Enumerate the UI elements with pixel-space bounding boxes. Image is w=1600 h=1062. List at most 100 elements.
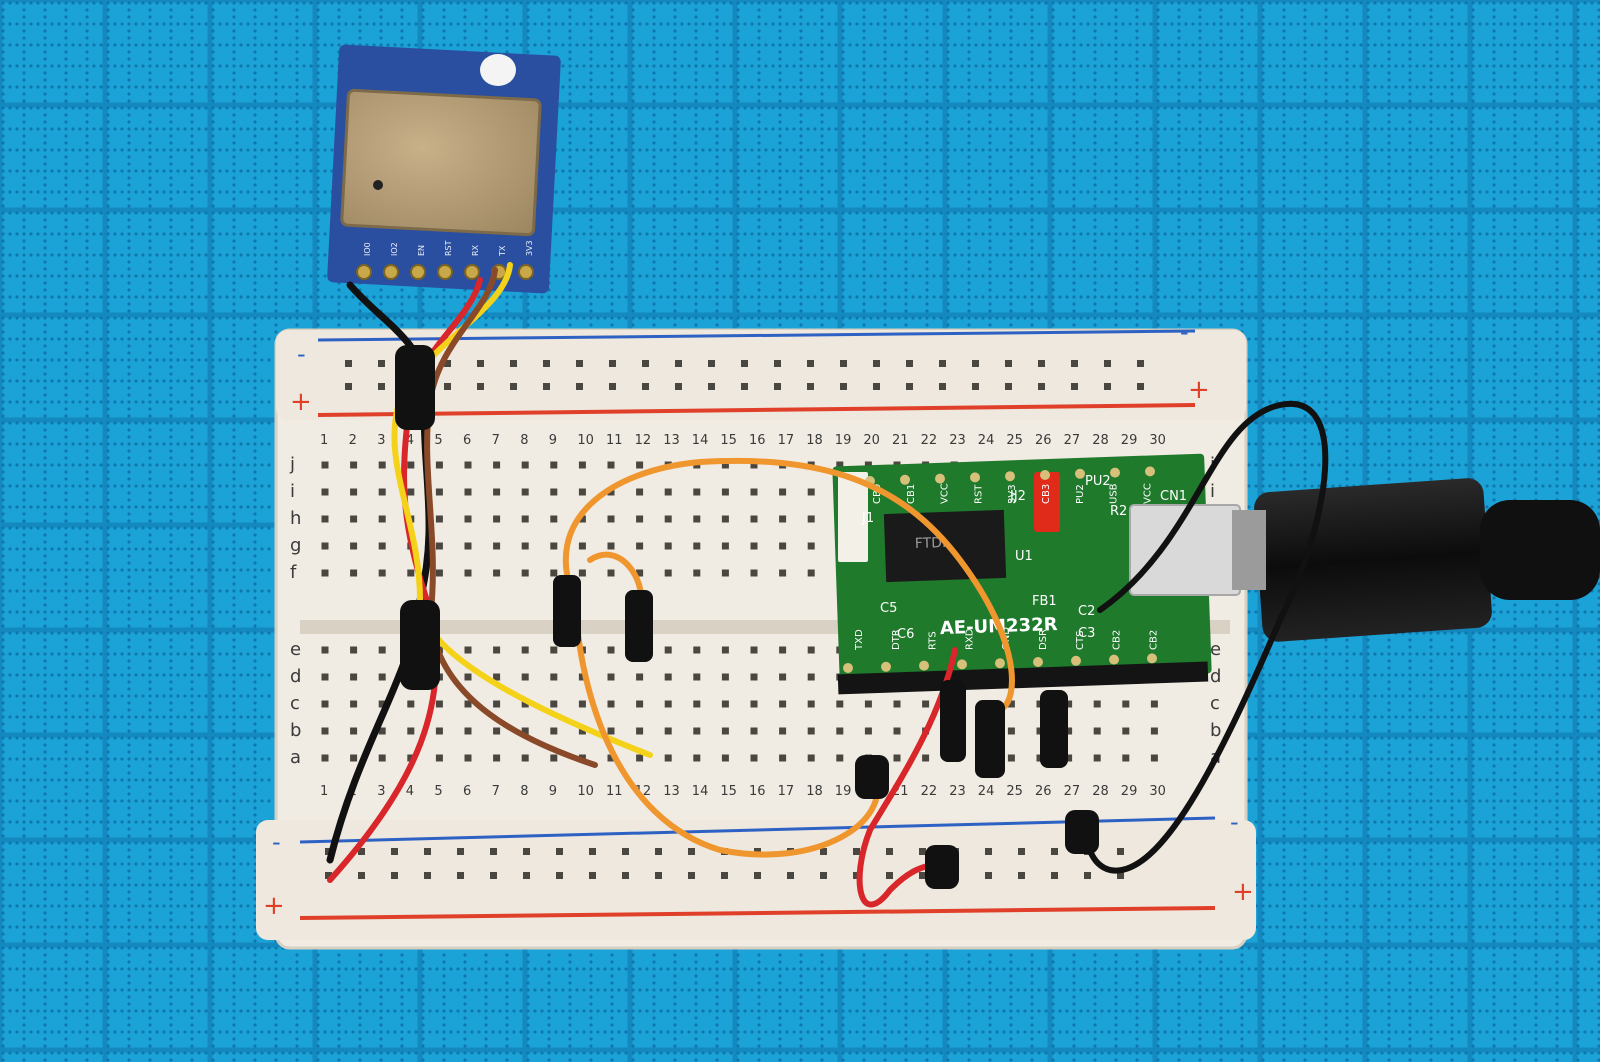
column-label: 3 <box>377 433 385 448</box>
esp-pin-label: TX <box>498 245 507 257</box>
ftdi-silk-label: JJ2 <box>1009 489 1026 504</box>
rail-minus-sign: - <box>297 340 306 368</box>
ftdi-bottom-pin-label: CB2 <box>1148 630 1159 650</box>
rail-minus-sign: - <box>1230 808 1239 836</box>
column-label: 23 <box>949 433 966 448</box>
rail-minus-sign: - <box>1180 318 1189 346</box>
ftdi-bottom-pin-label: DTR <box>891 629 902 650</box>
column-label: 27 <box>1064 784 1081 799</box>
row-label: e <box>1210 639 1221 660</box>
esp-pin-label: 3V3 <box>525 240 534 256</box>
jumper-cap <box>1034 472 1060 532</box>
esp-pin-label: EN <box>417 245 426 256</box>
ftdi-silk-label: PU2 <box>1085 474 1111 489</box>
rail-plus-sign: + <box>263 891 285 921</box>
rf-shield <box>340 88 542 237</box>
column-label: 17 <box>778 784 795 799</box>
row-label: i <box>1210 481 1215 502</box>
column-label: 16 <box>749 433 766 448</box>
ftdi-silk-label: FB1 <box>1032 594 1057 609</box>
ftdi-silk-label: J1 <box>861 511 874 526</box>
ftdi-silk-label: R2 <box>1110 504 1127 519</box>
column-label: 24 <box>978 784 995 799</box>
column-label: 6 <box>463 784 471 799</box>
row-label: d <box>1210 666 1221 687</box>
column-label: 29 <box>1121 784 1138 799</box>
row-label: a <box>290 747 301 768</box>
column-label: 6 <box>463 433 471 448</box>
rail-plus-sign: + <box>290 387 312 417</box>
rail-plus-sign: + <box>1188 375 1210 405</box>
column-label: 30 <box>1149 784 1166 799</box>
esp-pin-label: IO2 <box>390 242 399 256</box>
column-label: 8 <box>520 433 528 448</box>
bottom-minus-line <box>299 816 1216 844</box>
column-label: 13 <box>663 433 680 448</box>
column-label: 27 <box>1064 433 1081 448</box>
ftdi-bottom-pin-label: CTS <box>1075 631 1086 650</box>
ftdi-top-pin-label: 3V3 <box>1007 484 1018 504</box>
column-label: 29 <box>1121 433 1138 448</box>
ftdi-silk-label: C6 <box>897 627 914 642</box>
column-label: 10 <box>577 433 594 448</box>
column-label: 4 <box>406 784 414 799</box>
column-label: 17 <box>778 433 795 448</box>
column-label: 30 <box>1149 433 1166 448</box>
ftdi-top-pin-label: RST <box>973 484 984 504</box>
row-label: i <box>290 481 295 502</box>
top-plus-line <box>317 403 1196 417</box>
row-label: e <box>290 639 301 660</box>
column-label: 14 <box>692 433 709 448</box>
column-label: 13 <box>663 784 680 799</box>
column-label: 18 <box>806 784 823 799</box>
row-label: h <box>290 508 301 529</box>
row-label: d <box>290 666 301 687</box>
column-label: 19 <box>835 784 852 799</box>
row-label: c <box>290 693 300 714</box>
row-label: b <box>290 720 301 741</box>
column-label: 19 <box>835 433 852 448</box>
column-label: 20 <box>863 433 880 448</box>
esp-pin-label: RX <box>471 244 480 256</box>
ftdi-silk-label: CN1 <box>1160 489 1187 504</box>
column-label: 9 <box>549 784 557 799</box>
top-minus-line <box>317 329 1196 342</box>
column-label: 12 <box>635 433 652 448</box>
ftdi-top-pin-label: CB1 <box>906 484 917 504</box>
ftdi-silk-label: C2 <box>1078 604 1095 619</box>
column-label: 5 <box>434 433 442 448</box>
column-label: 24 <box>978 433 995 448</box>
ftdi-silk-label: C5 <box>880 601 897 616</box>
column-label: 11 <box>606 433 623 448</box>
ftdi-silk-label: U1 <box>1015 549 1033 564</box>
column-label: 28 <box>1092 433 1109 448</box>
top-power-rail <box>276 330 1246 420</box>
ftdi-silk-label: C3 <box>1078 626 1095 641</box>
column-label: 22 <box>921 433 938 448</box>
ftdi-bottom-pin-label: RTS <box>928 631 939 650</box>
column-label: 26 <box>1035 784 1052 799</box>
column-label: 15 <box>720 433 737 448</box>
ftdi-top-pin-label: VCC <box>1142 483 1153 504</box>
ftdi-bottom-pin-label: RXD <box>964 628 975 650</box>
usb-cable <box>1232 478 1600 642</box>
column-label: 18 <box>806 433 823 448</box>
column-label: 21 <box>892 433 909 448</box>
column-label: 8 <box>520 784 528 799</box>
column-label: 16 <box>749 784 766 799</box>
column-label: 14 <box>692 784 709 799</box>
ftdi-top-pin-label: CB0 <box>872 484 883 504</box>
rail-minus-sign: - <box>272 828 281 856</box>
row-label: f <box>290 562 297 583</box>
rail-plus-sign: + <box>1232 877 1254 907</box>
column-label: 22 <box>921 784 938 799</box>
bottom-plus-line <box>299 906 1216 920</box>
row-label: c <box>1210 693 1220 714</box>
ftdi-top-pin-label: VCC <box>940 483 951 504</box>
esp-pin-label: IO0 <box>363 242 372 256</box>
column-label: 23 <box>949 784 966 799</box>
column-label: 3 <box>377 784 385 799</box>
